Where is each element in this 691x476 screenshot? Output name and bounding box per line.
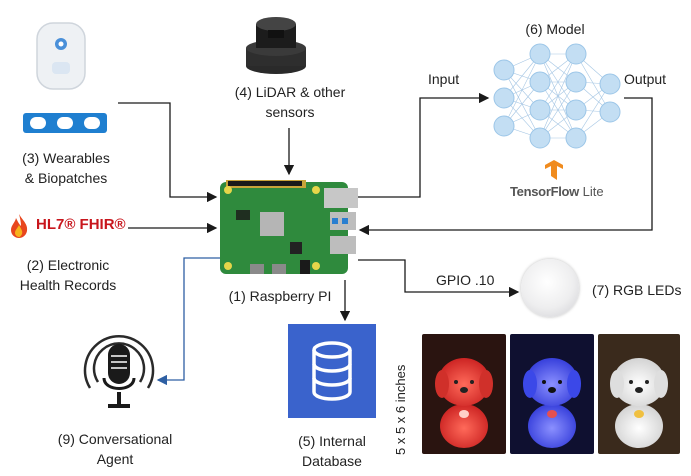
- model-to-pi-arrow: [358, 97, 653, 236]
- wearables-label: (3) Wearables & Biopatches: [6, 148, 126, 188]
- lidar-label: (4) LiDAR & other sensors: [220, 82, 360, 122]
- agent-label-line2: Agent: [96, 451, 134, 467]
- pi-to-model-arrow: [358, 92, 490, 198]
- wearables-label-line1: (3) Wearables: [22, 150, 110, 166]
- database-icon: [312, 341, 352, 401]
- agent-label-line1: (9) Conversational: [57, 431, 173, 447]
- output-label: Output: [624, 71, 667, 87]
- neural-network-image: [493, 43, 621, 149]
- tensorflow-lite-text: TensorFlow Lite: [510, 184, 630, 199]
- database-label-line1: (5) Internal: [298, 433, 366, 449]
- tensorflow-text: TensorFlow: [510, 184, 579, 199]
- tensorflow-icon: [545, 160, 563, 180]
- gpio-label: GPIO .10: [436, 272, 495, 288]
- led-dog-white-image: [598, 334, 680, 454]
- led-dog-blue-image: [510, 334, 594, 454]
- lidar-sensor-image: [234, 14, 318, 76]
- flame-icon: [11, 214, 28, 238]
- wearables-label-line2: & Biopatches: [24, 170, 108, 186]
- model-title: (6) Model: [525, 21, 585, 37]
- lidar-label-line2: sensors: [265, 104, 315, 120]
- microphone-icon: [83, 335, 155, 408]
- pi-to-agent-arrow: [156, 257, 225, 386]
- database-label: (5) Internal Database: [272, 431, 392, 471]
- hl7-fhir-logo-text: HL7® FHIR®: [36, 216, 126, 233]
- ehr-label-line1: (2) Electronic: [26, 257, 110, 273]
- led-dog-red-image: [422, 334, 506, 454]
- wearables-to-pi-arrow: [118, 102, 218, 203]
- wearable-device-image: [34, 20, 88, 92]
- database-label-line2: Database: [302, 453, 362, 469]
- agent-label: (9) Conversational Agent: [40, 429, 190, 469]
- lidar-label-line1: (4) LiDAR & other: [234, 84, 346, 100]
- raspberry-pi-board-image: [220, 180, 360, 276]
- hl7-fhir-logo: HL7® FHIR®: [6, 211, 126, 241]
- size-label: 5 x 5 x 6 inches: [393, 364, 408, 455]
- raspberry-pi-label: (1) Raspberry PI: [228, 288, 332, 304]
- input-label: Input: [428, 71, 460, 87]
- pi-to-leds-arrow: [358, 259, 520, 298]
- ehr-label: (2) Electronic Health Records: [8, 255, 128, 295]
- tensorflow-lite-suffix: Lite: [582, 184, 604, 199]
- led-sphere-image: [521, 259, 579, 317]
- leds-label: (7) RGB LEDs: [592, 282, 682, 298]
- biopatch-image: [22, 111, 108, 135]
- ehr-label-line2: Health Records: [19, 277, 117, 293]
- database-tile: [288, 324, 376, 418]
